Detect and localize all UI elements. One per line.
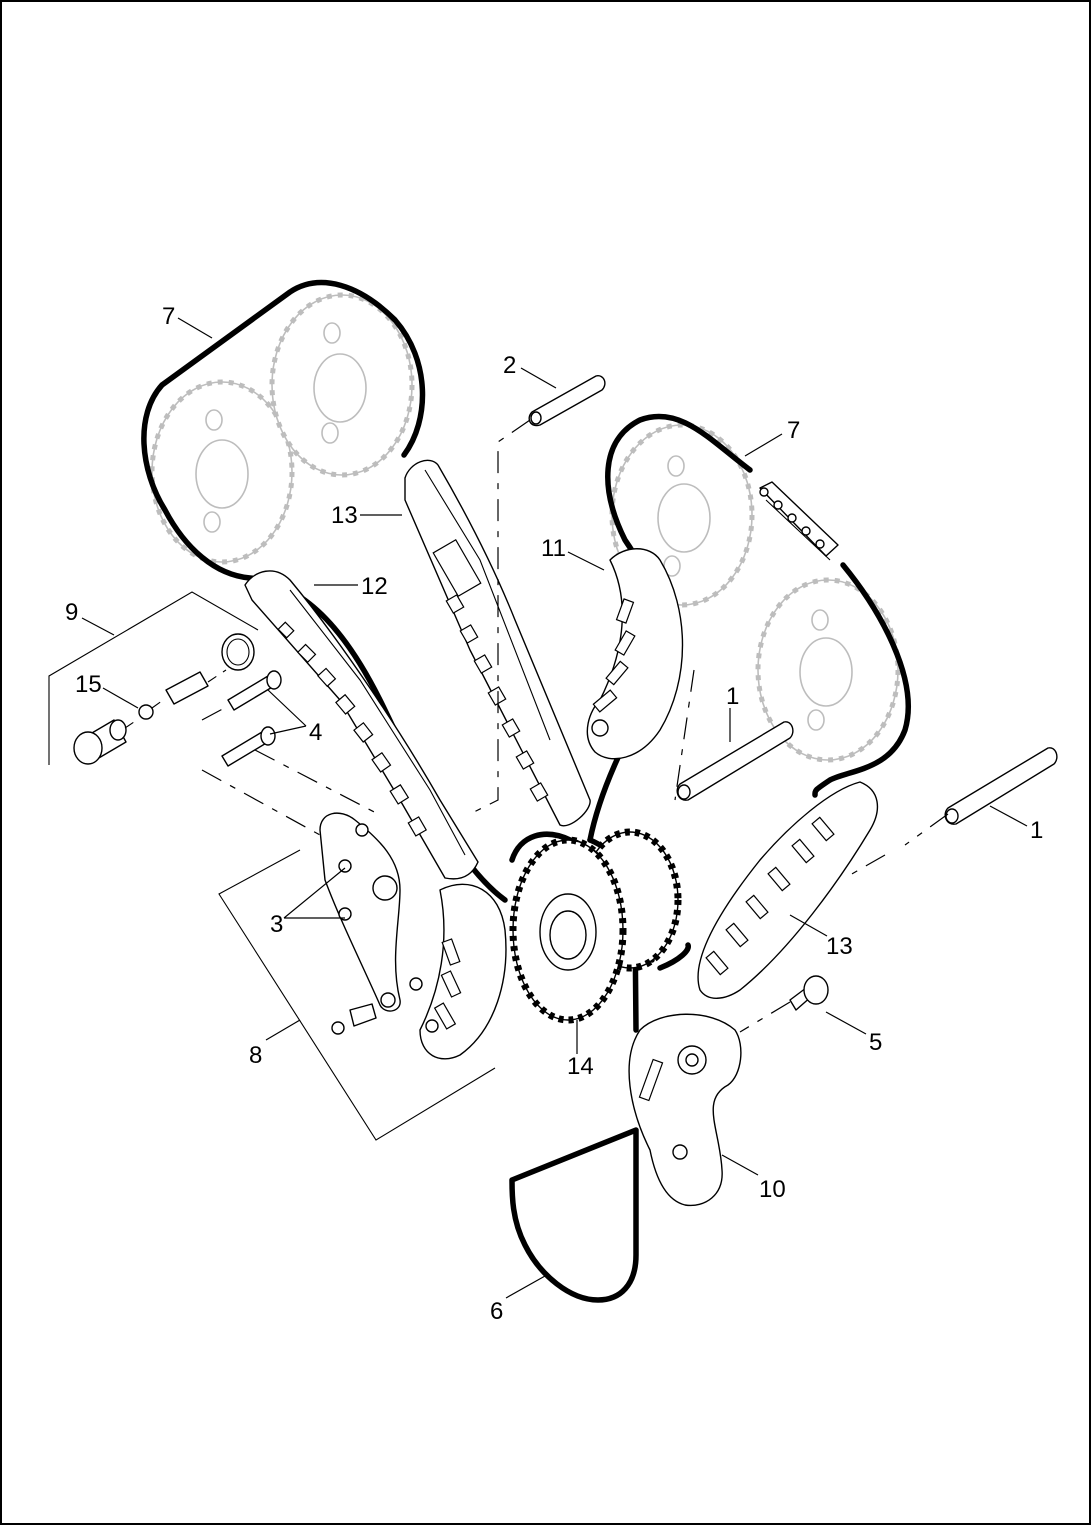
leader-2: [520, 367, 557, 389]
centerline-bolt5: [739, 1001, 791, 1033]
bracket-8: [218, 849, 496, 1141]
centerline-plug: [124, 669, 227, 729]
bolt-part-4-lower: [221, 726, 276, 767]
right-cam-chain-return: [657, 942, 691, 971]
leader-5: [825, 1011, 867, 1035]
callout-7-left: 7: [162, 303, 175, 330]
leader-3: [283, 867, 346, 919]
callout-3: 3: [270, 911, 283, 938]
callout-9: 9: [65, 599, 78, 626]
centerline-pin1-right: [849, 813, 949, 876]
callout-15: 15: [75, 671, 102, 698]
long-chain-guide: [244, 570, 479, 880]
leader-15: [102, 687, 139, 709]
tensioner-plug: [73, 719, 127, 765]
callout-1-right: 1: [1030, 817, 1043, 844]
callout-5: 5: [869, 1029, 882, 1056]
callout-7-right: 7: [787, 417, 800, 444]
callout-13-lower: 13: [826, 933, 853, 960]
right-cam-sprocket-lower: [755, 577, 901, 763]
right-cam-chain-lower: [812, 562, 911, 798]
upper-chain-guide: [404, 459, 591, 827]
leader-8: [265, 1019, 301, 1041]
callout-8: 8: [249, 1042, 262, 1069]
leader-1-right: [989, 805, 1028, 827]
cam-chain-guide: [586, 548, 684, 760]
lower-right-chain-guide: [697, 781, 879, 999]
chain-link-detail: [759, 481, 839, 561]
bolt-part-4-upper: [227, 670, 282, 711]
callout-12: 12: [361, 573, 388, 600]
plug-part-15: [138, 704, 154, 720]
bracket-9: [48, 591, 259, 765]
centerline-pin2: [467, 419, 531, 816]
leader-7-right: [744, 433, 783, 457]
centerline-pin1-mid: [674, 669, 695, 801]
leader-4: [267, 689, 307, 735]
pin-part-1-right: [944, 747, 1058, 825]
pin-part-1-mid: [676, 721, 794, 801]
leader-9: [81, 617, 115, 636]
callout-1-mid: 1: [726, 683, 739, 710]
callout-6: 6: [490, 1298, 503, 1325]
hydraulic-tensioner: [628, 1013, 742, 1207]
centerline-bolts: [201, 704, 381, 836]
pin-part-2: [528, 375, 606, 427]
leader-11: [567, 551, 605, 571]
callout-11: 11: [541, 535, 566, 562]
bolt-part-5: [789, 975, 829, 1011]
callout-13-upper: 13: [331, 502, 358, 529]
plunger-pin: [165, 671, 209, 705]
callout-14: 14: [567, 1053, 594, 1080]
callout-4: 4: [309, 719, 322, 746]
tensioner-assembly: [319, 812, 507, 1060]
leader-10: [721, 1154, 759, 1176]
leader-13-lower: [789, 914, 828, 937]
left-cam-sprocket-upper: [269, 292, 415, 478]
crank-sprocket-front: [509, 836, 627, 1024]
leader-6: [505, 1275, 546, 1299]
callout-10: 10: [759, 1176, 786, 1203]
leader-7-left: [177, 317, 213, 339]
left-cam-sprocket-lower: [149, 379, 295, 565]
callout-2: 2: [503, 352, 516, 379]
seal-ring: [221, 633, 255, 671]
